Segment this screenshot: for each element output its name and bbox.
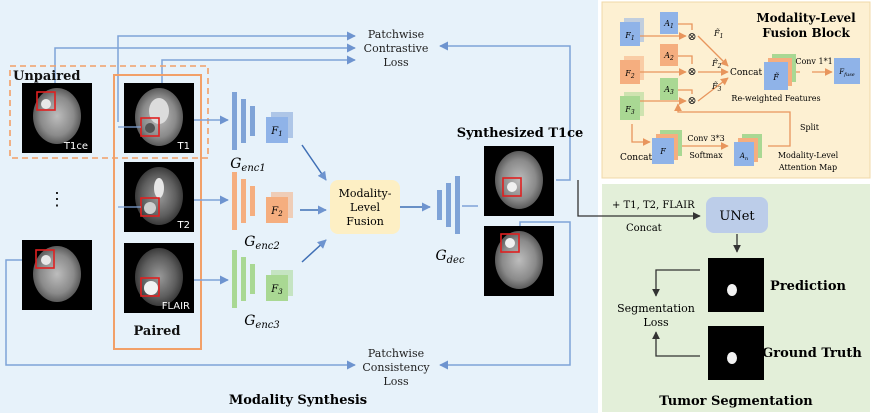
t2-image: T2 [124,162,194,232]
svg-text:A2: A2 [663,51,674,62]
seg-concat: Concat [626,223,662,234]
fb-fused-output: Ffuse [834,58,860,84]
encoder-1: F1 [232,92,293,150]
paired-box [113,74,202,350]
svg-text:F2: F2 [624,69,635,80]
fb-f3-tilde: F̃3 [711,82,722,93]
features-to-fusion-arrows [300,144,327,263]
prediction-mask [708,258,764,312]
fb-attention-a2: A2 [660,44,678,66]
fb-split: Split [800,123,820,132]
svg-text:⊗: ⊗ [687,94,696,107]
contrastive-loss-line-3: Loss [383,56,409,69]
synthesized-t1ce-image-1 [484,146,554,216]
unet-box [706,197,768,233]
fb-attention-map-1: Modality-Level [778,151,839,160]
unpaired-box [9,65,209,159]
fusion-line-3: Fusion [346,215,384,228]
modality-synthesis-title: Modality Synthesis [229,393,367,408]
seg-loss-line-2: Loss [643,316,669,329]
modality-level-fusion-box [330,180,400,234]
svg-text:A1: A1 [663,19,674,30]
flair-image-label: FLAIR [162,301,190,312]
encoder-3: F3 [232,250,293,308]
decoder [437,176,460,234]
fusion-line-1: Modality- [339,187,392,200]
fusion-line-2: Level [350,201,381,214]
svg-text:Ffuse: Ffuse [838,68,854,78]
contrastive-loss-line-2: Contrastive [364,42,429,55]
fb-input-f1: F1 [620,18,644,46]
fb-softmax: Softmax [689,151,723,160]
t1ce-image-label: T1ce [63,141,88,152]
fb-orange-arrows [631,23,833,150]
contrastive-loss-line-1: Patchwise [368,28,424,41]
t2-image-label: T2 [177,220,190,231]
unet-label: UNet [719,209,755,224]
image-to-encoder-arrows [194,115,229,285]
ground-truth-mask [708,326,764,380]
fb-f1-tilde: F̃1 [713,29,723,40]
fb-attention-map-2: Attention Map [778,163,837,172]
synth-to-seg-arrow [577,180,701,220]
synthesized-title: Synthesized T1ce [457,126,584,141]
fb-multiply-ops: ⊗ ⊗ ⊗ [687,30,696,107]
svg-text:An: An [739,152,748,162]
svg-text:A3: A3 [663,85,674,96]
fb-conv11: Conv 1*1 [795,57,832,66]
fb-input-f2: F2 [620,56,644,84]
fb-concat-top: Concat [730,68,763,78]
t1-image-label: T1 [177,141,190,152]
t1-image: T1 [124,83,194,153]
fb-concat-stack: F [652,130,682,164]
flair-image: FLAIR [124,243,194,313]
svg-text:F: F [659,147,666,156]
svg-text:F1: F1 [624,31,634,42]
prediction-label: Prediction [770,279,846,294]
seg-input-line: + T1, T2, FLAIR [612,200,695,211]
svg-text:⊗: ⊗ [687,65,696,78]
svg-text:⊗: ⊗ [687,30,696,43]
paired-label: Paired [134,324,181,339]
fusion-block-title-2: Fusion Block [762,26,850,40]
image-crop-connectors [118,126,141,208]
synthesized-t1ce-image-2 [484,226,554,296]
encoder-2: F2 [232,172,293,230]
fb-reweighted-label: Re-weighted Features [731,94,820,103]
t1ce-unpaired-image: T1ce [22,83,92,153]
unpaired-label: Unpaired [13,69,80,84]
seg-loss-arrows [652,269,700,357]
fb-attention-stack: An [734,134,762,166]
consistency-loss-line-2: Consistency [362,361,430,374]
ellipsis: ⋮ [48,189,66,210]
fb-attention-a3: A3 [660,78,678,100]
svg-text:F̃: F̃ [772,73,779,82]
fb-f2-tilde: F̃2 [711,59,722,70]
fb-reweighted-stack: F̃ [764,54,796,90]
consistency-loss-line-3: Loss [383,375,409,388]
fusion-block-title-1: Modality-Level [756,11,856,25]
fb-conv33: Conv 3*3 [687,134,724,143]
tumor-segmentation-title: Tumor Segmentation [659,394,813,409]
ground-truth-label: Ground Truth [762,346,862,361]
fb-attention-a1: A1 [660,12,678,34]
seg-loss-line-1: Segmentation [617,302,695,315]
unpaired-image-2 [22,240,92,310]
fb-input-f3: F3 [620,92,644,120]
consistency-loss-line-1: Patchwise [368,347,424,360]
svg-text:F3: F3 [624,105,635,116]
fb-concat-bottom: Concat [620,153,653,163]
